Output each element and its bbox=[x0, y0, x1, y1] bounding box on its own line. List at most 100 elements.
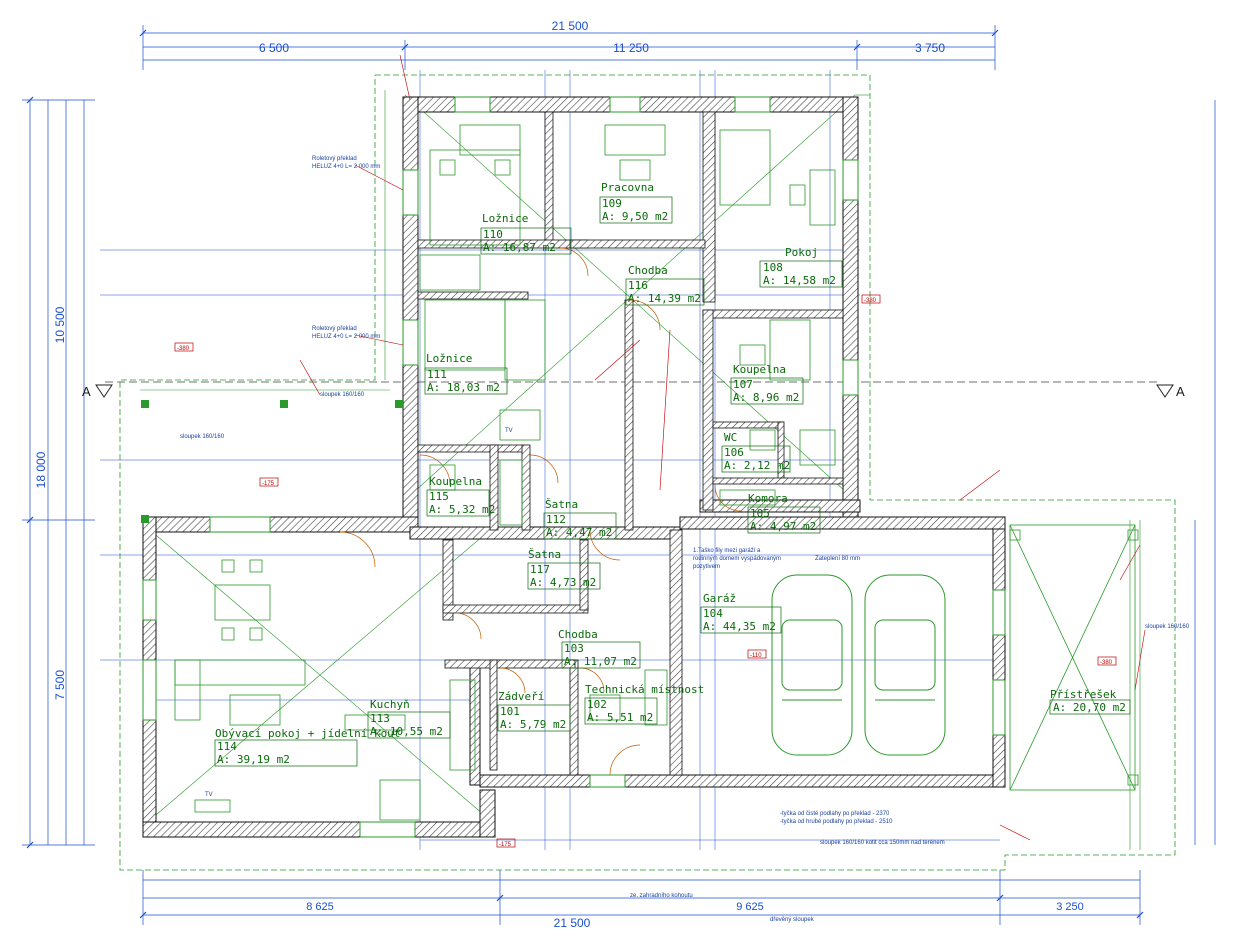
svg-text:A: 2,12 m2: A: 2,12 m2 bbox=[724, 459, 790, 472]
svg-text:Obývací pokoj + jídelní kout: Obývací pokoj + jídelní kout bbox=[215, 727, 400, 740]
svg-text:114: 114 bbox=[217, 740, 237, 753]
svg-text:111: 111 bbox=[427, 368, 447, 381]
svg-text:A: 14,39 m2: A: 14,39 m2 bbox=[628, 292, 701, 305]
svg-text:104: 104 bbox=[703, 607, 723, 620]
svg-text:105: 105 bbox=[750, 507, 770, 520]
level-5: -380 bbox=[1100, 660, 1113, 666]
svg-text:A: 16,87 m2: A: 16,87 m2 bbox=[483, 241, 556, 254]
svg-text:109: 109 bbox=[602, 197, 622, 210]
svg-text:Chodba: Chodba bbox=[628, 264, 668, 277]
room-label-113: Kuchyň 113 A: 10,55 m2 bbox=[367, 698, 451, 739]
windows bbox=[142, 96, 1006, 838]
svg-text:A: 44,35 m2: A: 44,35 m2 bbox=[703, 620, 776, 633]
svg-text:115: 115 bbox=[429, 490, 449, 503]
note-podlaha-2: -tyčka od hrubé podlahy po překlad - 251… bbox=[780, 819, 893, 825]
room-label-117: Šatna 117 A: 4,73 m2 bbox=[527, 548, 601, 590]
note-drevo: dřevěný sloupek bbox=[770, 917, 815, 923]
svg-text:117: 117 bbox=[530, 563, 550, 576]
svg-text:A: 5,79 m2: A: 5,79 m2 bbox=[500, 718, 566, 731]
svg-text:WC: WC bbox=[724, 431, 737, 444]
green-lines bbox=[140, 90, 1141, 850]
room-label-110: Ložnice 110 A: 16,87 m2 bbox=[480, 212, 572, 255]
section-marker-right: A bbox=[1156, 384, 1185, 399]
note-roleta-2: Roletový překlad bbox=[312, 326, 357, 332]
dim-top-right: 3 750 bbox=[915, 41, 945, 55]
svg-text:A: 39,19 m2: A: 39,19 m2 bbox=[217, 753, 290, 766]
level-1: -380 bbox=[177, 346, 190, 352]
svg-text:101: 101 bbox=[500, 705, 520, 718]
room-label-111: Ložnice 111 A: 18,03 m2 bbox=[424, 352, 508, 395]
roof-overhang bbox=[119, 74, 1176, 871]
terrace-posts bbox=[141, 400, 403, 523]
room-label-carport: Přístřešek A: 20,70 m2 bbox=[1049, 688, 1131, 715]
room-label-116: Chodba 116 A: 14,39 m2 bbox=[625, 264, 705, 306]
svg-text:Ložnice: Ložnice bbox=[482, 212, 528, 225]
car-left bbox=[771, 574, 853, 756]
svg-text:A: 9,50 m2: A: 9,50 m2 bbox=[602, 210, 668, 223]
svg-text:Kuchyň: Kuchyň bbox=[370, 698, 410, 711]
svg-text:103: 103 bbox=[564, 642, 584, 655]
note-garage-1: 1.Taško fily mezi garáží a bbox=[693, 548, 761, 554]
tv-label-2: TV bbox=[205, 792, 213, 798]
note-sloupek-bottom: sloupek 160/160 kotit cca 150mm nad teré… bbox=[820, 840, 945, 846]
svg-text:A: 8,96 m2: A: 8,96 m2 bbox=[733, 391, 799, 404]
svg-text:A: 4,97 m2: A: 4,97 m2 bbox=[750, 520, 816, 533]
svg-text:A: 5,51 m2: A: 5,51 m2 bbox=[587, 711, 653, 724]
svg-text:107: 107 bbox=[733, 378, 753, 391]
room-label-104: Garáž 104 A: 44,35 m2 bbox=[700, 592, 782, 634]
room-label-106: WC 106 A: 2,12 m2 bbox=[721, 431, 791, 473]
note-garage-3: pozytivem bbox=[693, 564, 720, 570]
dim-top-left: 6 500 bbox=[259, 41, 289, 55]
dim-bottom-left: 8 625 bbox=[306, 901, 334, 913]
note-garage-2: rodinným domem vyspádovaným bbox=[693, 556, 781, 562]
note-roleta-1b: HELUZ 4+0 L= 2 000 mm bbox=[312, 164, 380, 170]
leader-lines bbox=[299, 54, 1146, 841]
room-label-107: Koupelna 107 A: 8,96 m2 bbox=[730, 363, 804, 405]
note-roleta-1: Roletový překlad bbox=[312, 156, 357, 162]
room-label-105: Komora 105 A: 4,97 m2 bbox=[747, 492, 821, 534]
dim-bottom-middle: 9 625 bbox=[736, 901, 764, 913]
svg-text:102: 102 bbox=[587, 698, 607, 711]
dim-bottom-right: 3 250 bbox=[1056, 901, 1084, 913]
svg-text:Šatna: Šatna bbox=[528, 548, 561, 561]
level-4: -110 bbox=[750, 653, 762, 659]
svg-text:Garáž: Garáž bbox=[703, 592, 736, 605]
svg-text:Zádveří: Zádveří bbox=[498, 690, 544, 703]
section-marker-left: A bbox=[82, 384, 113, 399]
room-label-112: Šatna 112 A: 4,47 m2 bbox=[543, 498, 617, 540]
svg-text:A: 10,55 m2: A: 10,55 m2 bbox=[370, 725, 443, 738]
dim-total-width: 21 500 bbox=[552, 19, 589, 33]
note-roleta-2b: HELUZ 4+0 L= 2 000 mm bbox=[312, 334, 380, 340]
dim-left-upper: 10 500 bbox=[53, 306, 67, 343]
dimension-lines bbox=[22, 25, 1216, 925]
svg-text:108: 108 bbox=[763, 261, 783, 274]
dim-bottom-total: 21 500 bbox=[554, 916, 591, 930]
room-label-103: Chodba 103 A: 11,07 m2 bbox=[558, 628, 641, 669]
svg-text:Technická místnost: Technická místnost bbox=[585, 683, 704, 696]
svg-text:113: 113 bbox=[370, 712, 390, 725]
level-6: -175 bbox=[499, 842, 512, 848]
interior-walls bbox=[417, 111, 844, 776]
svg-text:112: 112 bbox=[546, 513, 566, 526]
svg-text:Šatna: Šatna bbox=[545, 498, 578, 511]
note-sloupek-3: sloupek 160/160 bbox=[1145, 624, 1190, 630]
note-zatepleni: Zateplení 80 mm bbox=[815, 556, 860, 562]
room-label-108: Pokoj 108 A: 14,58 m2 bbox=[759, 246, 843, 288]
note-zahradni: ze. zahradního kohoutu bbox=[630, 893, 693, 899]
dim-top-middle: 11 250 bbox=[613, 41, 649, 55]
room-label-102: Technická místnost 102 A: 5,51 m2 bbox=[584, 683, 704, 725]
svg-text:Koupelna: Koupelna bbox=[733, 363, 786, 376]
doors bbox=[339, 247, 742, 776]
level-markers bbox=[174, 294, 1117, 848]
car-right bbox=[864, 574, 946, 756]
room-label-115: Koupelna 115 A: 5,32 m2 bbox=[426, 475, 495, 517]
tv-label-1: TV bbox=[505, 428, 513, 434]
svg-text:A: A bbox=[82, 384, 91, 399]
svg-text:Komora: Komora bbox=[748, 492, 788, 505]
svg-text:A: 14,58 m2: A: 14,58 m2 bbox=[763, 274, 836, 287]
dim-left-total: 18 000 bbox=[34, 451, 48, 488]
svg-text:116: 116 bbox=[628, 279, 648, 292]
dim-left-lower: 7 500 bbox=[53, 670, 67, 700]
note-sloupek-1: sloupek 160/160 bbox=[320, 392, 365, 398]
